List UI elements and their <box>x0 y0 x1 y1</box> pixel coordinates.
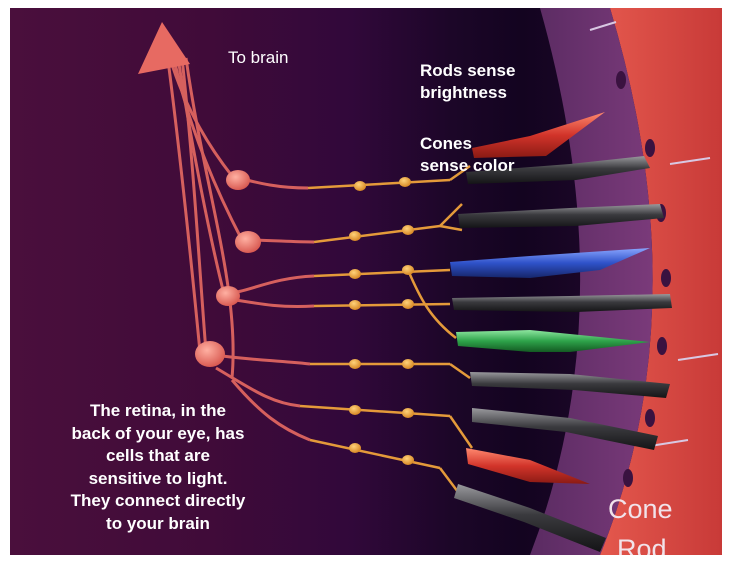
caption-line: The retina, in the <box>24 400 292 423</box>
cone-tag: Cone <box>608 494 673 525</box>
cones-label-line1: Cones <box>420 133 515 155</box>
rods-label-line2: brightness <box>420 82 515 104</box>
rod-tag: Rod <box>617 534 667 555</box>
retina-caption: The retina, in the back of your eye, has… <box>24 400 292 535</box>
rod-cell <box>452 294 672 312</box>
caption-line: cells that are <box>24 445 292 468</box>
bipolar-cells <box>300 166 472 492</box>
caption-line: to your brain <box>24 513 292 536</box>
cones-label: Cones sense color <box>420 133 515 177</box>
caption-line: They connect directly <box>24 490 292 513</box>
caption-line: back of your eye, has <box>24 423 292 446</box>
to-brain-label: To brain <box>228 48 288 68</box>
diagram-frame: To brain Rods sense brightness Cones sen… <box>10 8 722 555</box>
caption-line: sensitive to light. <box>24 468 292 491</box>
rods-label-line1: Rods sense <box>420 60 515 82</box>
cones-label-line2: sense color <box>420 155 515 177</box>
rods-label: Rods sense brightness <box>420 60 515 104</box>
